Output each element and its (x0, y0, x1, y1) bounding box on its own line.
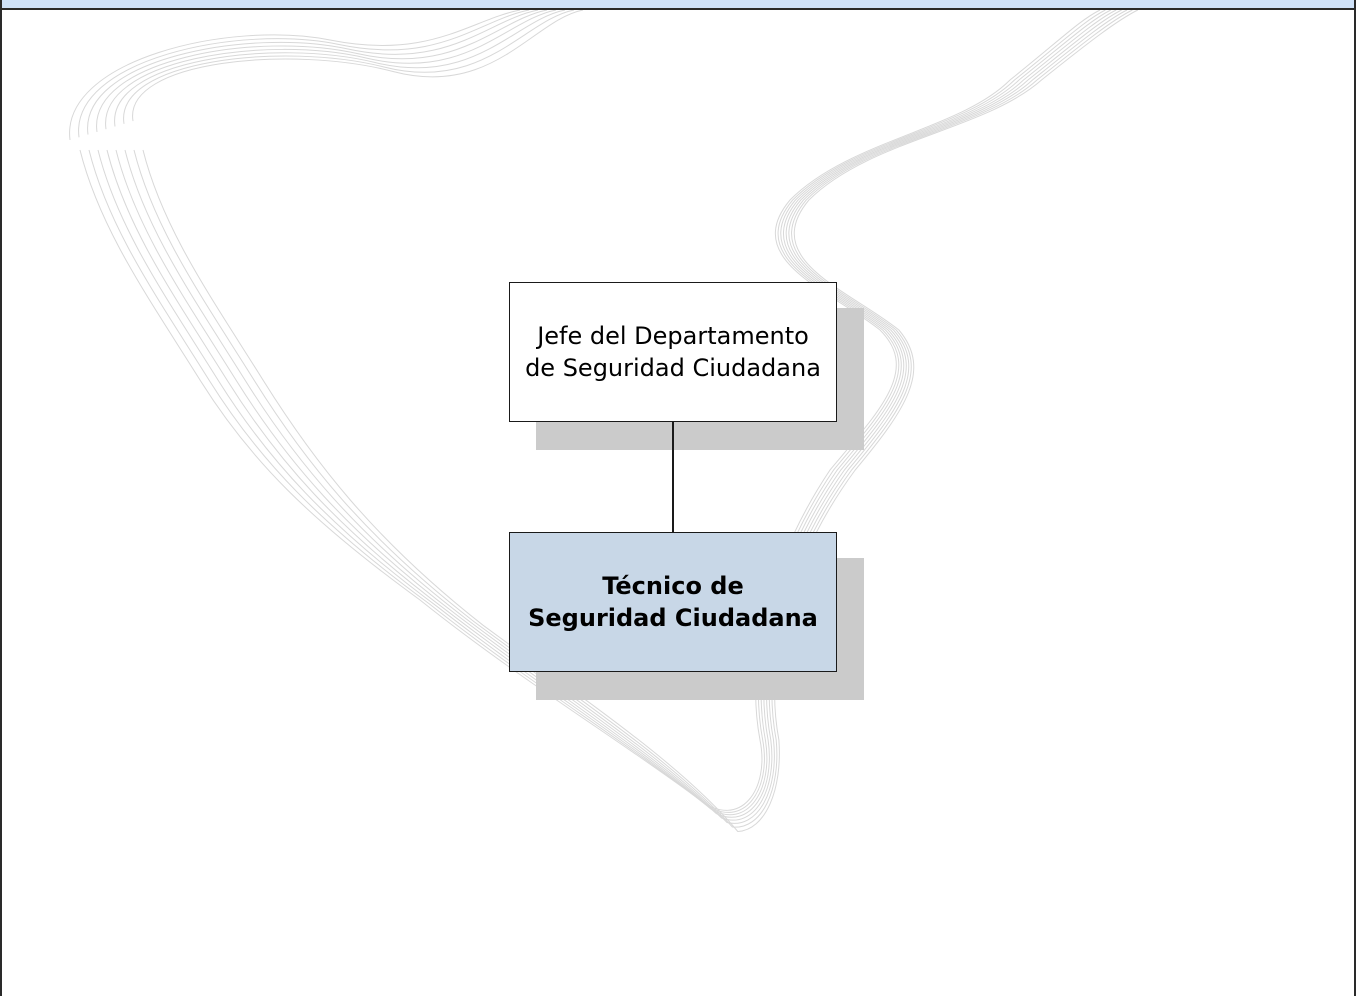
org-node-tecnico: Técnico de Seguridad Ciudadana (509, 532, 837, 672)
header-band (0, 0, 1356, 10)
frame-right-border (1354, 8, 1356, 996)
org-node-tecnico-line-2: Seguridad Ciudadana (528, 604, 818, 632)
org-node-jefe-line-1: Jefe del Departamento (537, 322, 809, 350)
connector-line (672, 422, 674, 532)
org-node-tecnico-line-1: Técnico de (602, 572, 744, 600)
frame-left-border (0, 8, 2, 996)
org-node-jefe: Jefe del Departamento de Seguridad Ciuda… (509, 282, 837, 422)
org-node-jefe-line-2: de Seguridad Ciudadana (525, 354, 821, 382)
